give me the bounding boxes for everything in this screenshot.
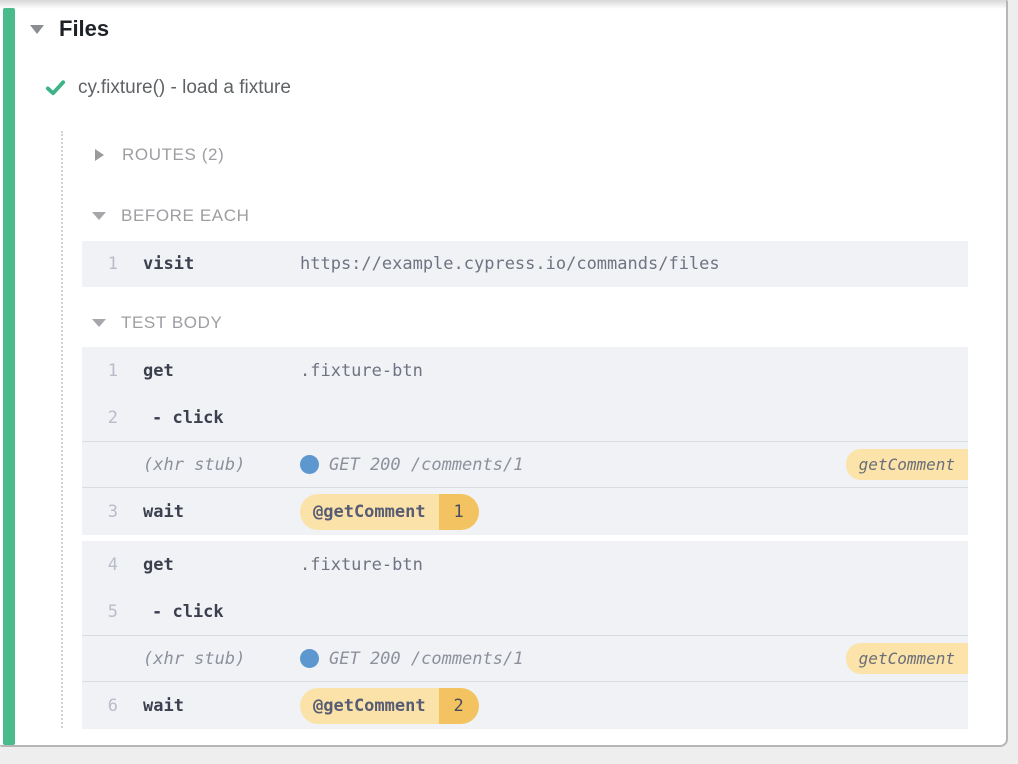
command-row-wait[interactable]: 6 wait @getComment 2 bbox=[82, 681, 968, 729]
caret-down-icon[interactable] bbox=[92, 212, 106, 220]
command-row-click[interactable]: 2 - click bbox=[82, 394, 968, 441]
command-name: get bbox=[143, 554, 174, 575]
wait-alias-count: 2 bbox=[438, 687, 479, 724]
wait-alias-name: @getComment bbox=[300, 687, 439, 724]
routes-section-label: ROUTES (2) bbox=[122, 145, 225, 164]
test-header[interactable]: cy.fixture() - load a fixture bbox=[44, 76, 291, 99]
test-left-rule bbox=[61, 131, 63, 728]
command-name: get bbox=[143, 360, 174, 381]
command-number: 1 bbox=[107, 254, 118, 274]
command-message: https://example.cypress.io/commands/file… bbox=[300, 254, 720, 274]
wait-alias-name: @getComment bbox=[300, 493, 439, 530]
circle-icon bbox=[300, 455, 319, 474]
command-name: - click bbox=[152, 601, 224, 622]
suite-title: Files bbox=[59, 16, 110, 41]
test-body-commands-block: 4 get .fixture-btn 5 - click (xhr stub) … bbox=[82, 541, 968, 729]
command-number: 1 bbox=[107, 360, 118, 381]
test-body-commands-block: 1 get .fixture-btn 2 - click (xhr stub) … bbox=[82, 347, 968, 535]
before-each-section-label: BEFORE EACH bbox=[121, 206, 250, 225]
command-row-click[interactable]: 5 - click bbox=[82, 588, 968, 635]
suite-header[interactable]: Files bbox=[30, 16, 109, 42]
caret-down-icon[interactable] bbox=[30, 24, 44, 34]
command-message: .fixture-btn bbox=[300, 360, 423, 381]
wait-alias-badge: @getComment 1 bbox=[300, 493, 479, 530]
wait-alias-badge: @getComment 2 bbox=[300, 687, 479, 724]
command-row-get[interactable]: 1 get .fixture-btn bbox=[82, 347, 968, 394]
test-body-section-label: TEST BODY bbox=[121, 313, 223, 332]
command-name: visit bbox=[143, 254, 195, 274]
routes-section-header[interactable]: ROUTES (2) bbox=[95, 145, 224, 165]
command-row-visit[interactable]: 1 visit https://example.cypress.io/comma… bbox=[82, 241, 968, 287]
xhr-stub-label: (xhr stub) bbox=[143, 648, 246, 669]
command-message: .fixture-btn bbox=[300, 554, 423, 575]
command-number: 5 bbox=[107, 601, 118, 622]
test-pass-indicator-bar bbox=[3, 8, 15, 745]
caret-right-icon[interactable] bbox=[95, 149, 104, 161]
command-number: 2 bbox=[107, 407, 118, 428]
route-alias-badge: getComment bbox=[845, 449, 968, 480]
xhr-request-summary: GET 200 /comments/1 bbox=[329, 454, 524, 475]
route-alias-badge: getComment bbox=[845, 643, 968, 674]
test-body-section-header[interactable]: TEST BODY bbox=[92, 313, 222, 333]
xhr-stub-label: (xhr stub) bbox=[143, 454, 246, 475]
circle-icon bbox=[300, 649, 319, 668]
command-number: 6 bbox=[107, 695, 118, 716]
wait-alias-count: 1 bbox=[438, 493, 479, 530]
xhr-stub-row[interactable]: (xhr stub) GET 200 /comments/1 getCommen… bbox=[82, 441, 968, 487]
command-number: 4 bbox=[107, 554, 118, 575]
caret-down-icon[interactable] bbox=[92, 319, 106, 327]
command-name: - click bbox=[152, 407, 224, 428]
xhr-request-summary: GET 200 /comments/1 bbox=[329, 648, 524, 669]
test-title: cy.fixture() - load a fixture bbox=[78, 76, 291, 98]
command-number: 3 bbox=[107, 501, 118, 522]
before-each-section-header[interactable]: BEFORE EACH bbox=[92, 206, 249, 226]
check-icon bbox=[45, 80, 66, 96]
xhr-stub-row[interactable]: (xhr stub) GET 200 /comments/1 getCommen… bbox=[82, 635, 968, 681]
command-row-get[interactable]: 4 get .fixture-btn bbox=[82, 541, 968, 588]
reporter-panel: Files cy.fixture() - load a fixture ROUT… bbox=[0, 0, 1008, 747]
command-row-wait[interactable]: 3 wait @getComment 1 bbox=[82, 487, 968, 535]
before-each-commands-block: 1 visit https://example.cypress.io/comma… bbox=[82, 241, 968, 287]
command-name: wait bbox=[143, 695, 184, 716]
command-name: wait bbox=[143, 501, 184, 522]
